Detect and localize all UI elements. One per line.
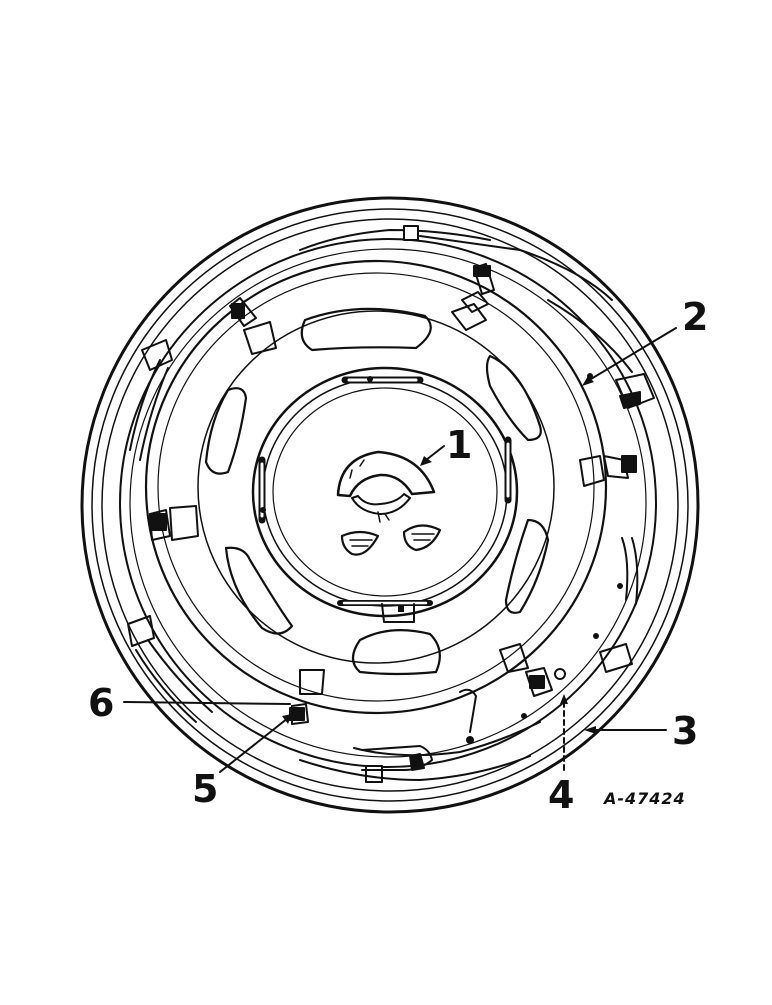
callout-labels: 1 2 3 4 5 6 A-47424 [88,295,708,817]
rim-bands [127,225,655,783]
figure-reference-code: A-47424 [602,789,686,808]
callout-3: 3 [672,709,698,753]
leader-2 [585,327,677,383]
arrowheads [282,376,596,734]
wheel-disc [144,259,608,715]
leader-lines [123,327,677,773]
outer-rim [80,196,700,814]
hub [251,366,519,623]
callout-2: 2 [682,295,708,339]
disc-windows [204,307,550,676]
rim-clamps [149,263,637,725]
callout-1: 1 [446,423,472,467]
leader-1 [425,445,445,461]
leader-5 [219,717,289,773]
callout-6: 6 [88,681,114,725]
callout-4: 4 [548,773,574,817]
leader-6 [123,701,291,705]
callout-5: 5 [192,767,218,811]
